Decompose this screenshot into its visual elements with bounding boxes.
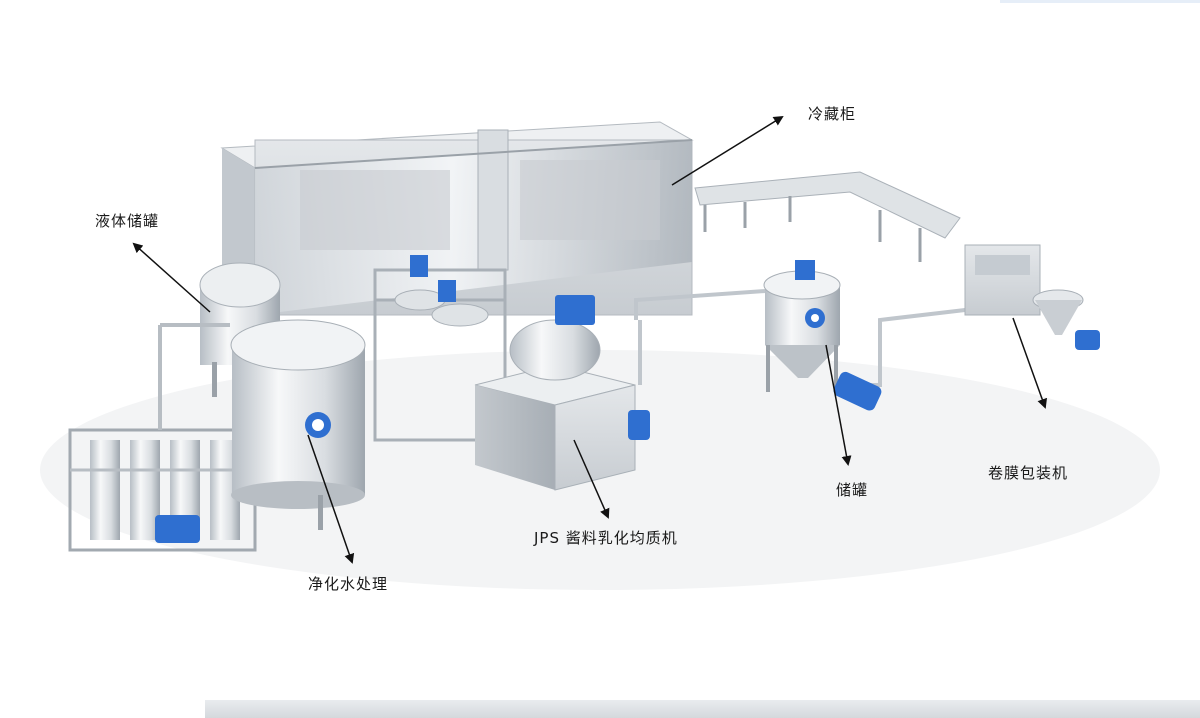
bottom-band: [205, 700, 1200, 718]
gear-logo-icon: [305, 412, 331, 438]
motor-icon: [155, 515, 200, 543]
top-accent-line: [1000, 0, 1200, 3]
storage-tank: [763, 260, 882, 411]
water-treatment-unit: [68, 323, 257, 552]
mixing-frame: [373, 255, 507, 442]
packaging-machine: [964, 244, 1100, 350]
gear-logo-icon: [805, 308, 825, 328]
jps-homogenizer: [474, 295, 650, 491]
arrow-homogenizer: [573, 439, 610, 519]
label-liquid-tank: 液体储罐: [95, 212, 160, 230]
label-homogenizer: JPS 酱料乳化均质机: [534, 529, 678, 547]
label-cold-cabinet: 冷藏柜: [808, 105, 857, 123]
arrow-liquid-tank: [132, 242, 211, 313]
arrow-storage-tank: [825, 344, 852, 466]
label-water-treatment: 净化水处理: [308, 575, 389, 593]
arrow-cold-cabinet: [671, 115, 784, 186]
label-packaging: 卷膜包装机: [988, 464, 1069, 482]
arrow-water-treatment: [307, 434, 355, 564]
label-storage-tank: 储罐: [836, 481, 869, 499]
cold-cabinet: [220, 121, 694, 316]
arrow-packaging: [1012, 317, 1047, 409]
water-tank: [230, 319, 366, 530]
annotation-arrows: [132, 115, 1047, 564]
conveyor: [694, 171, 961, 262]
